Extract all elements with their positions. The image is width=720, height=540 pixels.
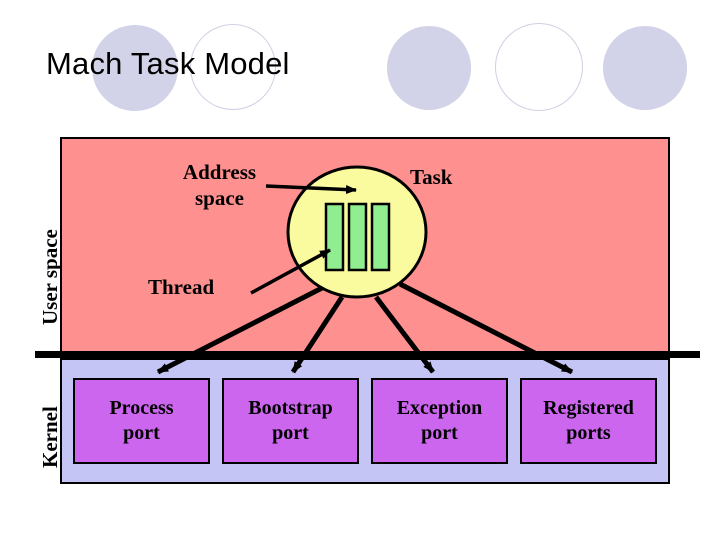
task-label: Task bbox=[410, 165, 453, 189]
registered-ports-label: Registered ports bbox=[543, 397, 634, 444]
kernel-axis-label: Kernel bbox=[38, 406, 62, 468]
process-port-label: Process port bbox=[109, 397, 174, 444]
registered-ports-box[interactable]: Registered ports bbox=[520, 378, 657, 464]
kernel-port-row: Process port Bootstrap port Exception po… bbox=[73, 378, 657, 464]
page-title: Mach Task Model bbox=[46, 46, 290, 81]
process-port-box[interactable]: Process port bbox=[73, 378, 210, 464]
deco-circle-5 bbox=[603, 26, 687, 110]
deco-circle-3 bbox=[387, 26, 471, 110]
user-kernel-boundary-line bbox=[35, 351, 700, 358]
bootstrap-port-box[interactable]: Bootstrap port bbox=[222, 378, 359, 464]
address-space-label: Address space bbox=[182, 160, 257, 210]
exception-port-label: Exception port bbox=[396, 397, 483, 444]
thread-label: Thread bbox=[148, 275, 215, 299]
user-space-axis-label: User space bbox=[38, 229, 62, 325]
bootstrap-port-label: Bootstrap port bbox=[248, 397, 333, 444]
exception-port-box[interactable]: Exception port bbox=[371, 378, 508, 464]
deco-circle-4 bbox=[495, 23, 583, 111]
